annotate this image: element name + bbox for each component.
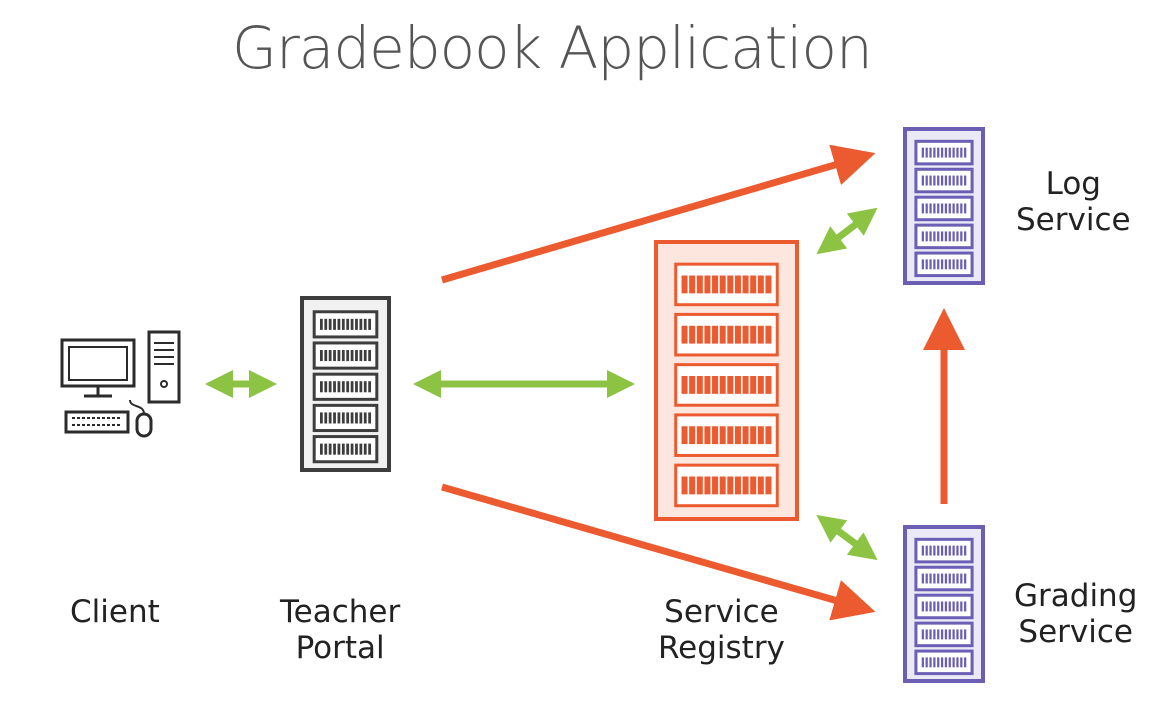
grading-service-server-icon bbox=[903, 525, 985, 683]
registry-log-arrow bbox=[816, 207, 878, 255]
page-title: Gradebook Application bbox=[232, 14, 873, 82]
grading-service-label-line1: Grading bbox=[1014, 578, 1138, 614]
grading-service-label-line2: Service bbox=[1018, 614, 1133, 650]
service-registry-label-line1: Service bbox=[664, 594, 779, 630]
server-slot bbox=[914, 649, 974, 676]
teacher-portal-label: Teacher Portal bbox=[280, 594, 400, 666]
service-registry-server-icon bbox=[654, 240, 799, 521]
log-service-server-icon bbox=[903, 127, 985, 285]
server-slot bbox=[312, 403, 379, 433]
server-slot bbox=[914, 167, 974, 194]
server-slot bbox=[914, 251, 974, 278]
server-slot bbox=[914, 621, 974, 648]
server-slot bbox=[312, 372, 379, 401]
service-registry-label: Service Registry bbox=[658, 594, 785, 666]
server-slot bbox=[312, 435, 379, 464]
teacher-portal-server-icon bbox=[300, 296, 391, 472]
server-slot bbox=[914, 593, 974, 620]
desktop-computer-icon bbox=[60, 330, 181, 438]
log-service-label: Log Service bbox=[1016, 166, 1131, 238]
server-slot bbox=[312, 310, 379, 339]
client-label-text: Client bbox=[70, 594, 160, 630]
service-registry-label-line2: Registry bbox=[658, 630, 785, 666]
server-slot bbox=[914, 195, 974, 222]
teacher-portal-label-line1: Teacher bbox=[280, 594, 401, 630]
log-service-label-line1: Log bbox=[1045, 166, 1101, 202]
server-slot bbox=[914, 537, 974, 564]
server-slot bbox=[914, 139, 974, 166]
portal-grading-arrow bbox=[441, 483, 876, 621]
portal-log-arrow bbox=[441, 144, 876, 284]
server-slot bbox=[914, 565, 974, 592]
server-slot bbox=[312, 341, 379, 370]
log-service-label-line2: Service bbox=[1016, 202, 1131, 238]
registry-grading-arrow bbox=[816, 514, 878, 561]
server-slot bbox=[914, 223, 974, 250]
teacher-portal-label-line2: Portal bbox=[295, 630, 385, 666]
grading-service-label: Grading Service bbox=[1014, 578, 1137, 650]
client-label: Client bbox=[70, 594, 160, 630]
